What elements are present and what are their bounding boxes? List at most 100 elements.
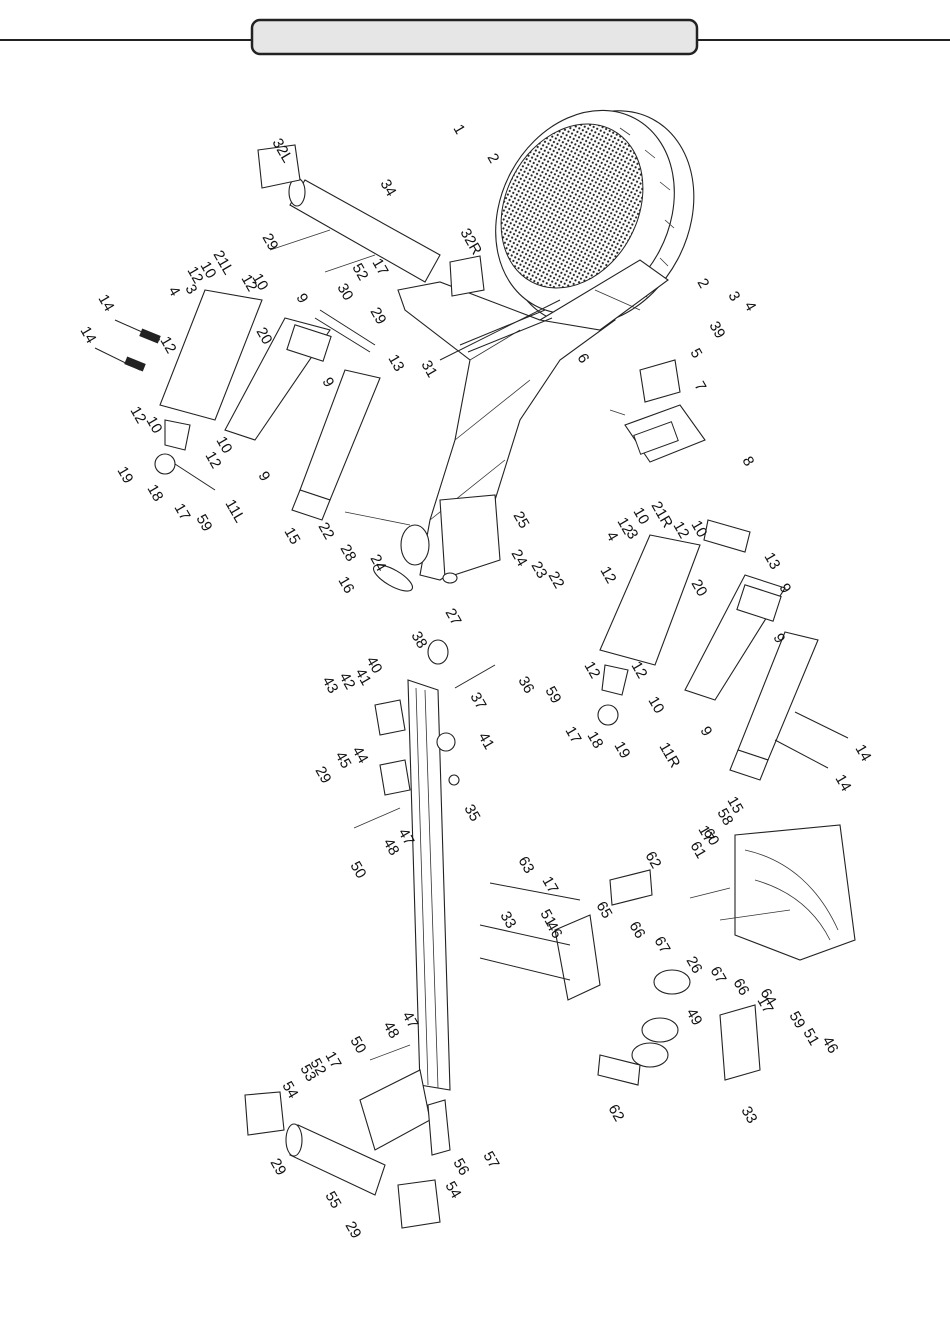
part-label-14: 14	[832, 772, 855, 795]
part-label-51: 51	[537, 907, 560, 930]
fan-housing	[495, 109, 695, 326]
part-label-31: 31	[418, 358, 441, 381]
part-label-9: 9	[255, 469, 274, 485]
part-label-9: 9	[776, 581, 795, 597]
left-handle-15	[291, 369, 381, 521]
right-arm-plate-21R	[599, 534, 701, 696]
part-label-18: 18	[584, 729, 607, 752]
part-label-53: 53	[297, 1062, 320, 1085]
part-label-67: 67	[651, 934, 674, 957]
part-label-10: 10	[213, 434, 236, 457]
part-label-25: 25	[510, 509, 533, 532]
part-label-60: 60	[700, 826, 723, 849]
part-label-29: 29	[267, 1156, 290, 1179]
part-label-48: 48	[380, 836, 403, 859]
part-label-11L: 11L	[222, 497, 249, 526]
part-label-59: 59	[786, 1009, 809, 1032]
part-label-17: 17	[171, 501, 194, 524]
part-label-64: 64	[757, 986, 780, 1009]
part-label-17: 17	[562, 724, 585, 747]
part-label-59: 59	[542, 684, 565, 707]
left-pedal-bracket-11L	[224, 317, 332, 441]
part-label-47: 47	[395, 826, 418, 849]
part-label-14: 14	[95, 292, 118, 315]
part-label-17: 17	[322, 1049, 345, 1072]
part-label-9: 9	[319, 375, 338, 391]
part-label-15: 15	[724, 794, 747, 817]
main-frame	[397, 259, 669, 581]
part-label-20: 20	[688, 577, 711, 600]
part-label-36: 36	[515, 674, 538, 697]
part-label-54: 54	[279, 1079, 302, 1102]
seat-tube-34	[257, 144, 485, 297]
part-label-17: 17	[369, 256, 392, 279]
left-arm-plate-21L	[159, 289, 263, 451]
part-label-22: 22	[545, 569, 568, 592]
part-label-12: 12	[238, 272, 261, 295]
part-label-12: 12	[184, 264, 207, 287]
part-label-2: 2	[694, 276, 713, 292]
monitor-8	[624, 359, 706, 463]
header	[0, 18, 950, 56]
seat-carriage	[374, 639, 496, 796]
part-label-13: 13	[761, 550, 784, 573]
part-label-59: 59	[193, 512, 216, 535]
part-label-9: 9	[293, 291, 312, 307]
part-label-35: 35	[461, 802, 484, 825]
left-axles-14	[94, 319, 161, 372]
part-label-12: 12	[628, 659, 651, 682]
part-label-12: 12	[202, 449, 225, 472]
part-label-46: 46	[819, 1034, 842, 1057]
part-label-12: 12	[157, 334, 180, 357]
part-label-6: 6	[574, 351, 593, 367]
part-label-18: 18	[144, 482, 167, 505]
part-label-56: 56	[450, 1156, 473, 1179]
right-handle-15	[729, 631, 819, 781]
fastener-lines	[269, 229, 791, 1061]
part-label-62: 62	[642, 849, 665, 872]
part-label-26: 26	[683, 954, 706, 977]
part-label-47: 47	[399, 1009, 422, 1032]
part-label-19: 19	[114, 464, 137, 487]
part-label-66: 66	[626, 919, 649, 942]
part-label-2: 2	[484, 151, 503, 167]
part-label-49: 49	[683, 1006, 706, 1029]
seat-58	[734, 824, 856, 961]
part-label-15: 15	[281, 525, 304, 548]
part-label-3: 3	[725, 289, 744, 305]
part-label-50: 50	[347, 859, 370, 882]
part-label-62: 62	[605, 1102, 628, 1125]
part-label-16: 16	[335, 574, 358, 597]
part-label-17: 17	[539, 874, 562, 897]
part-label-10: 10	[197, 259, 220, 282]
part-label-52: 52	[307, 1056, 330, 1079]
part-label-41: 41	[352, 666, 375, 689]
part-label-13: 13	[385, 352, 408, 375]
seat-frame	[479, 869, 761, 1086]
part-label-40: 40	[363, 654, 386, 677]
part-label-46: 46	[543, 919, 566, 942]
part-label-61: 61	[687, 839, 710, 862]
part-label-22: 22	[315, 520, 338, 543]
part-label-10: 10	[143, 414, 166, 437]
part-label-29: 29	[342, 1219, 365, 1242]
part-label-10: 10	[645, 694, 668, 717]
part-label-51: 51	[800, 1026, 823, 1049]
part-label-23: 23	[528, 559, 551, 582]
part-label-54: 54	[442, 1179, 465, 1202]
part-label-10: 10	[688, 518, 711, 541]
part-label-17: 17	[754, 994, 777, 1017]
part-label-4: 4	[165, 284, 184, 300]
slide-rail-40	[407, 679, 451, 1091]
part-label-9: 9	[697, 724, 716, 740]
part-label-45: 45	[332, 749, 355, 772]
part-label-48: 48	[380, 1019, 403, 1042]
header-title-bar	[250, 18, 699, 56]
part-label-11R: 11R	[656, 740, 684, 772]
part-label-30: 30	[334, 281, 357, 304]
part-label-41: 41	[475, 730, 498, 753]
part-label-52: 52	[349, 261, 372, 284]
part-label-33: 33	[738, 1104, 761, 1127]
part-label-1: 1	[450, 122, 469, 138]
part-label-34: 34	[377, 177, 400, 200]
